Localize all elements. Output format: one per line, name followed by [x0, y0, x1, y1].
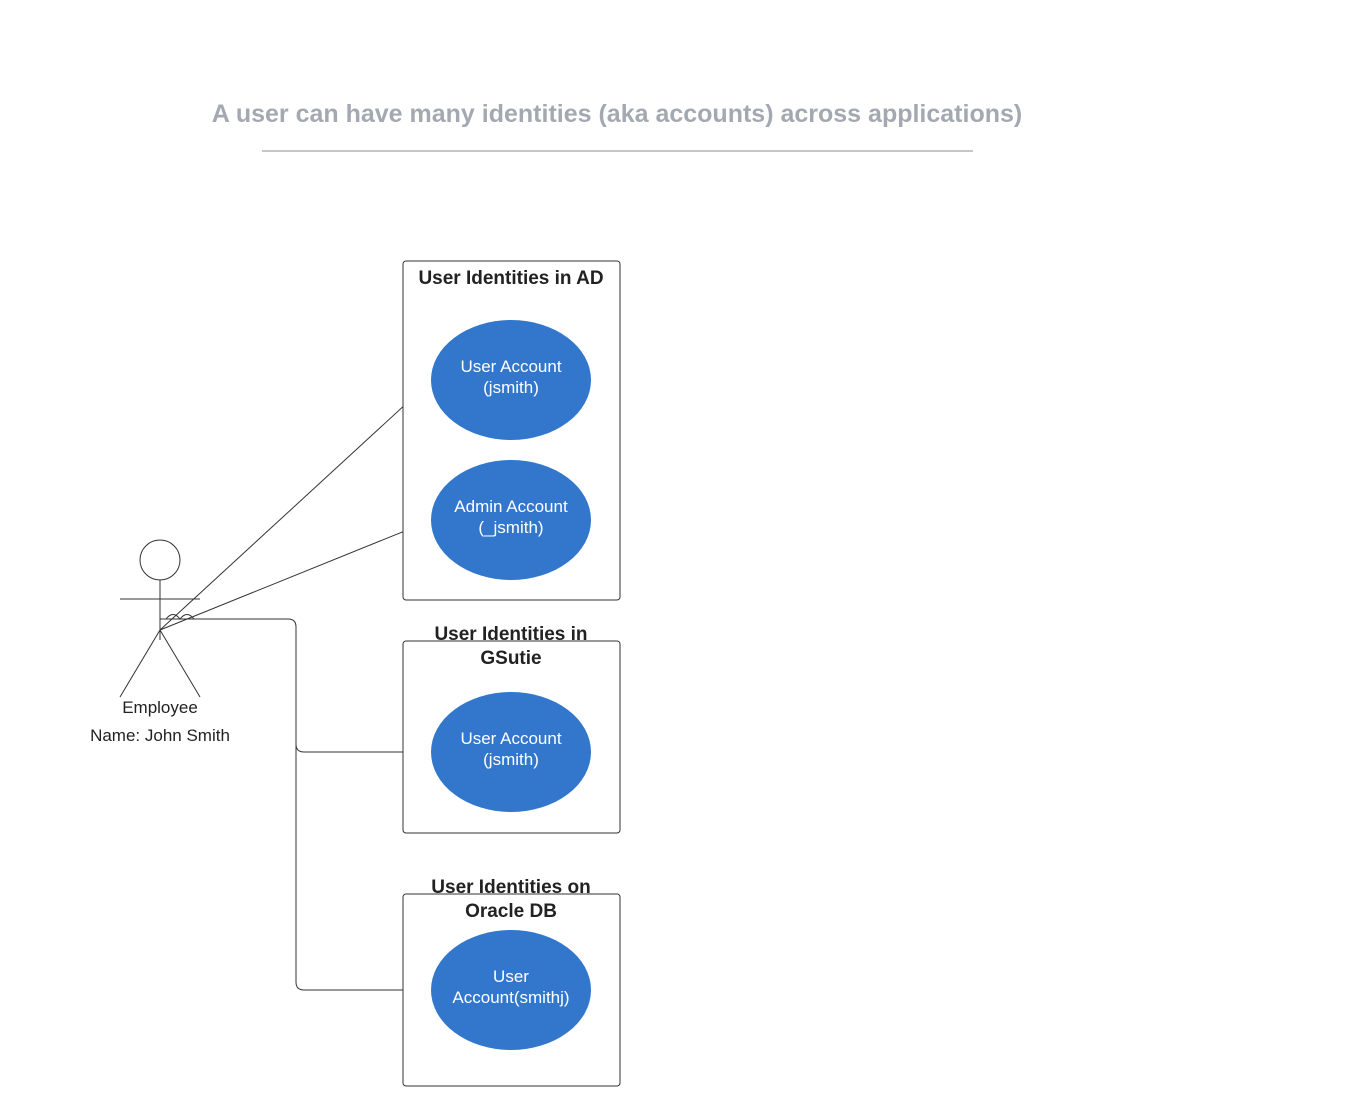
connectors	[159, 379, 433, 991]
account-label-gsuite-user-line1: User Account	[460, 729, 561, 748]
account-oval-ad-user[interactable]	[431, 320, 591, 440]
connector-line-jumps	[165, 614, 195, 620]
account-label-ad-admin-line1: Admin Account	[454, 497, 568, 516]
account-oval-oracle-user[interactable]	[431, 930, 591, 1050]
actor-right-leg	[159, 629, 201, 698]
account-label-oracle-user-line1: User	[493, 967, 529, 986]
system-title-gsuite-line2: GSutie	[480, 648, 541, 669]
account-label-oracle-user-line2: Account(smithj)	[452, 988, 569, 1007]
diagram-title: A user can have many identities (aka acc…	[212, 100, 1022, 128]
actor-name-label: Name: John Smith	[90, 726, 230, 745]
account-label-ad-user-line1: User Account	[460, 357, 561, 376]
account-label-ad-user-line2: (jsmith)	[483, 378, 539, 397]
actor-left-leg	[119, 629, 161, 698]
account-oval-gsuite-user[interactable]	[431, 692, 591, 812]
system-title-oracle-line1: User Identities on	[431, 877, 590, 898]
account-label-gsuite-user-line2: (jsmith)	[483, 750, 539, 769]
account-label-ad-admin-line2: (_jsmith)	[478, 518, 543, 537]
connector-ad-admin-account	[159, 519, 433, 631]
account-ovals	[431, 320, 591, 1050]
system-title-gsuite-line1: User Identities in	[434, 624, 587, 645]
account-oval-ad-admin[interactable]	[431, 460, 591, 580]
system-title-oracle-line2: Oracle DB	[465, 901, 557, 922]
connector-ad-user-account	[159, 379, 433, 631]
system-title-ad: User Identities in AD	[418, 268, 603, 289]
stick-figure-icon	[119, 539, 201, 698]
connector-gsuite-account	[295, 743, 432, 753]
connector-oracle-account	[160, 618, 432, 991]
actor-head	[139, 539, 181, 581]
actor-role-label: Employee	[122, 698, 198, 717]
